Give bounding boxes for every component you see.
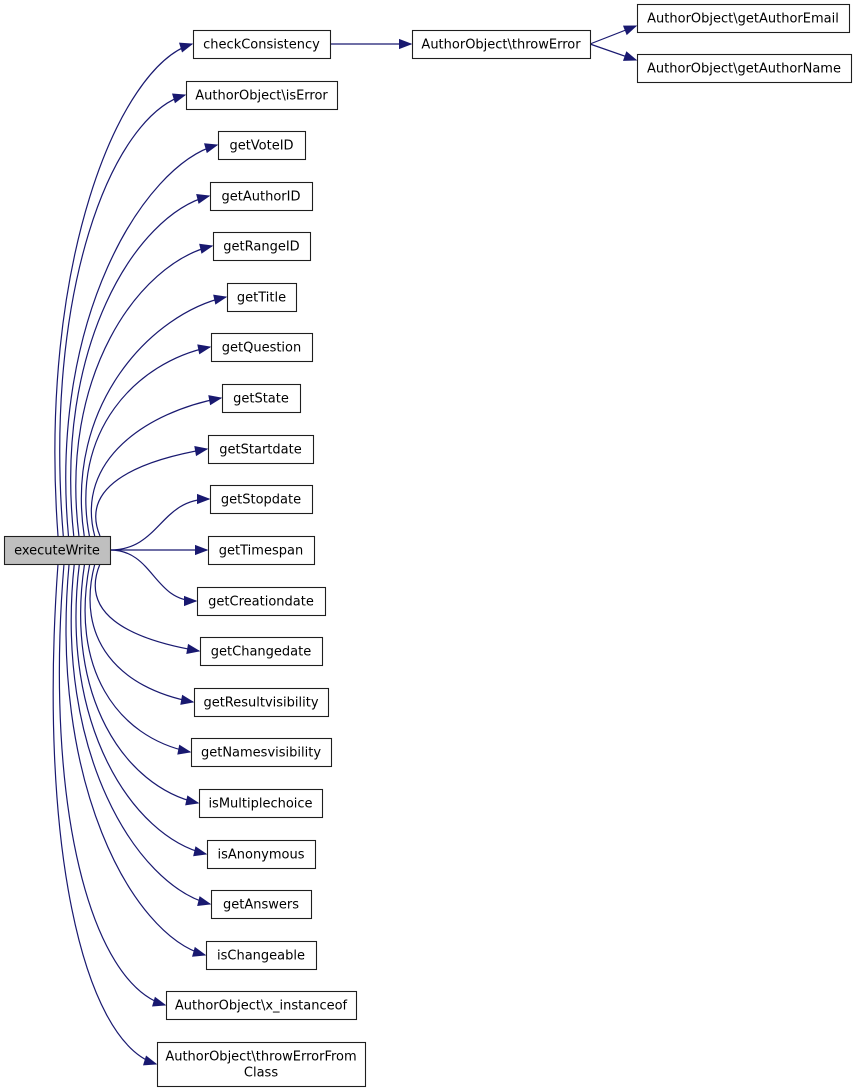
edge-executeWrite-isMultiplechoice <box>80 563 200 806</box>
edge-executeWrite-getState <box>90 395 223 537</box>
edge-executeWrite-getTimespan <box>109 544 209 556</box>
node-label: Class <box>244 1066 278 1081</box>
node-label: getAuthorID <box>222 190 301 205</box>
edge-throwError-getAuthorEmail <box>589 25 638 45</box>
node-getStartdate[interactable]: getStartdate <box>207 434 315 465</box>
node-getTimespan[interactable]: getTimespan <box>207 535 316 566</box>
node-getQuestion[interactable]: getQuestion <box>210 332 314 363</box>
edge-executeWrite-throwErrorFromClass <box>52 563 158 1066</box>
edge-executeWrite-getStopdate <box>109 493 211 551</box>
node-checkConsistency[interactable]: checkConsistency <box>192 29 332 60</box>
node-label: getResultvisibility <box>203 696 318 711</box>
node-label: getNamesvisibility <box>201 746 321 761</box>
edge-throwError-getAuthorName <box>589 43 638 61</box>
edge-executeWrite-isError <box>59 93 187 537</box>
node-label: getVoteID <box>229 139 293 154</box>
node-label: AuthorObject\getAuthorEmail <box>647 12 839 27</box>
node-label: getTimespan <box>219 544 303 559</box>
edge-executeWrite-getTitle <box>80 294 228 537</box>
node-getAuthorEmail[interactable]: AuthorObject\getAuthorEmail <box>636 3 851 34</box>
node-getRangeID[interactable]: getRangeID <box>212 231 312 262</box>
edge-executeWrite-getNamesvisibility <box>84 563 192 755</box>
edge-checkConsistency-throwError <box>330 38 413 50</box>
node-getTitle[interactable]: getTitle <box>226 282 298 313</box>
node-label: getStartdate <box>219 443 301 458</box>
edge-executeWrite-isChangeable <box>65 563 207 957</box>
node-getVoteID[interactable]: getVoteID <box>217 130 307 161</box>
edge-executeWrite-getStartdate <box>95 445 209 537</box>
node-getNamesvisibility[interactable]: getNamesvisibility <box>190 737 333 768</box>
node-label: AuthorObject\throwErrorFrom <box>165 1050 356 1065</box>
node-getStopdate[interactable]: getStopdate <box>209 484 314 515</box>
node-executeWrite[interactable]: executeWrite <box>3 535 112 566</box>
node-label: AuthorObject\isError <box>195 89 328 104</box>
edge-executeWrite-getAnswers <box>70 563 212 906</box>
node-getChangedate[interactable]: getChangedate <box>199 636 324 667</box>
node-getState[interactable]: getState <box>221 383 302 414</box>
node-isAnonymous[interactable]: isAnonymous <box>206 839 317 870</box>
node-isMultiplechoice[interactable]: isMultiplechoice <box>198 788 324 819</box>
node-label: getChangedate <box>211 645 311 660</box>
node-label: isChangeable <box>217 949 305 964</box>
edge-executeWrite-getQuestion <box>85 344 212 537</box>
node-label: getStopdate <box>221 493 301 508</box>
node-label: getRangeID <box>223 240 299 255</box>
node-label: AuthorObject\x_instanceof <box>175 999 348 1014</box>
edge-executeWrite-getChangedate <box>94 563 201 655</box>
node-label: getState <box>233 392 289 407</box>
node-isChangeable[interactable]: isChangeable <box>205 940 318 971</box>
node-getAnswers[interactable]: getAnswers <box>210 889 313 920</box>
node-isError[interactable]: AuthorObject\isError <box>185 80 339 111</box>
edge-executeWrite-checkConsistency <box>54 42 194 537</box>
edge-executeWrite-xInstanceof <box>58 563 167 1007</box>
edge-executeWrite-getRangeID <box>75 243 214 537</box>
edge-executeWrite-getVoteID <box>65 143 219 537</box>
node-label: getTitle <box>237 291 286 306</box>
node-getAuthorName[interactable]: AuthorObject\getAuthorName <box>636 53 853 84</box>
node-label: executeWrite <box>14 544 100 559</box>
node-label: getCreationdate <box>208 595 314 610</box>
node-getResultvisibility[interactable]: getResultvisibility <box>193 687 330 718</box>
node-getCreationdate[interactable]: getCreationdate <box>196 586 327 617</box>
node-label: AuthorObject\getAuthorName <box>647 62 841 77</box>
node-label: checkConsistency <box>203 38 320 53</box>
node-xInstanceof[interactable]: AuthorObject\x_instanceof <box>165 990 358 1021</box>
node-getAuthorID[interactable]: getAuthorID <box>209 181 314 212</box>
edge-executeWrite-getAuthorID <box>70 194 211 537</box>
edge-executeWrite-getResultvisibility <box>89 563 195 705</box>
node-label: isAnonymous <box>217 848 304 863</box>
node-label: getQuestion <box>222 341 302 356</box>
node-label: AuthorObject\throwError <box>421 38 581 53</box>
node-throwError[interactable]: AuthorObject\throwError <box>411 29 592 60</box>
node-label: isMultiplechoice <box>208 797 312 812</box>
edge-executeWrite-isAnonymous <box>75 563 208 857</box>
node-label: getAnswers <box>223 898 299 913</box>
edge-executeWrite-getCreationdate <box>109 549 198 607</box>
